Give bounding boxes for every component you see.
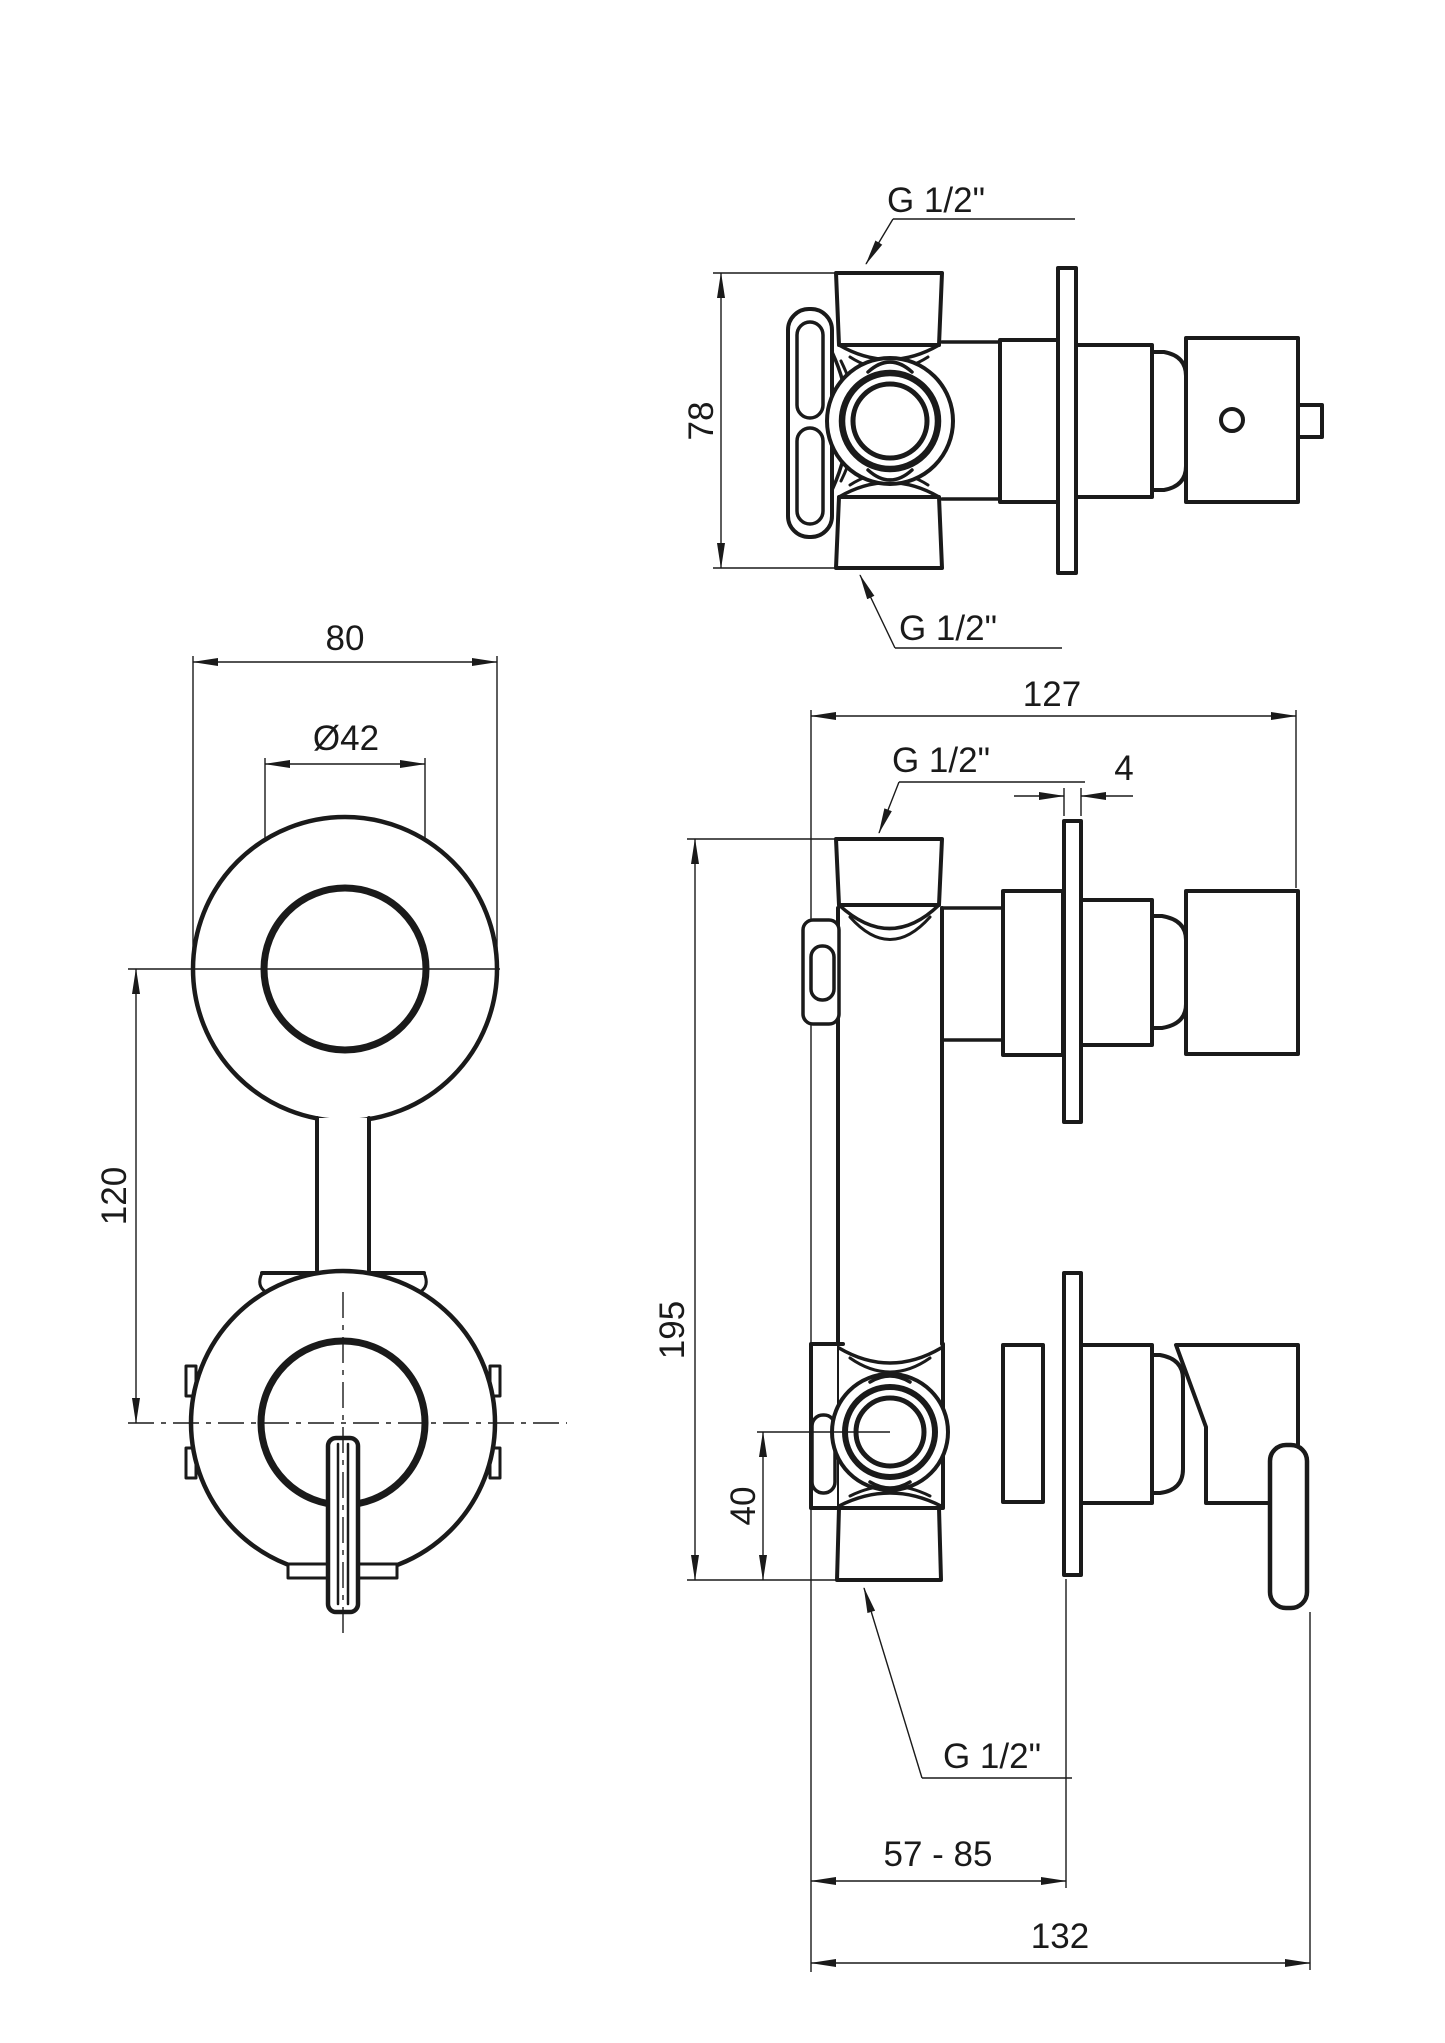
handle-cap-top [1150, 914, 1188, 1030]
ear-right-curve [418, 1271, 428, 1294]
dim-120-label: 120 [95, 1167, 134, 1225]
side-view: 127 G 1/2" 4 195 [653, 675, 1311, 1972]
dim-132-label: 132 [1031, 1917, 1089, 1956]
dim-5785-label: 57 - 85 [884, 1835, 993, 1874]
bracket-slot-upper [809, 944, 836, 1002]
escutcheon-plate-top [1062, 819, 1083, 1124]
ear-left-curve [258, 1271, 268, 1294]
top-view: 78 G 1/2" G 1/2" [682, 181, 1324, 649]
leader-arrow-bottom [859, 574, 896, 649]
handle-base-block [1074, 343, 1154, 499]
dim-80-extension-lines [192, 656, 498, 964]
lever-detail-lines [336, 1442, 350, 1606]
dim-4-extension-lines [1063, 788, 1082, 816]
dim-42-label: Ø42 [313, 719, 379, 758]
handle-body-top [1184, 889, 1300, 1056]
dim-195-label: 195 [653, 1301, 692, 1359]
inlet-port-bottom [834, 495, 944, 570]
strut-curve [848, 915, 932, 941]
leader-arrow-top [878, 781, 900, 834]
escutcheon-plate [1056, 266, 1078, 575]
connector-bar-edges [315, 1116, 371, 1272]
cartridge-neck-lines [940, 340, 1002, 501]
ring-tab-bottom [868, 1480, 912, 1490]
front-view: 80 Ø42 120 [95, 619, 567, 1640]
port-label-top: G 1/2" [887, 181, 985, 220]
dim-80-label: 80 [326, 619, 365, 658]
dim-4-label: 4 [1114, 749, 1133, 788]
valve-ring-inner [850, 381, 930, 461]
dim-40-label: 40 [724, 1487, 763, 1526]
lever-handle-side [1267, 1442, 1310, 1611]
bracket-slot-lower [795, 426, 825, 526]
cartridge-neck-lines [940, 906, 1005, 1042]
port-label-top: G 1/2" [892, 741, 990, 780]
connector-bar-fill [317, 1118, 369, 1272]
handle-cap-bottom [1150, 1353, 1185, 1495]
handle-base-top [1079, 898, 1154, 1047]
bracket-slot-upper [795, 320, 825, 420]
inlet-port-top [834, 271, 944, 347]
cartridge-block-top [1001, 889, 1065, 1057]
handle-body-bottom [1174, 1343, 1300, 1505]
ring-tab-bottom [866, 468, 914, 482]
leader-arrow-top [865, 218, 894, 265]
handle-cap [1150, 350, 1188, 492]
dim-78-extension-lines [713, 272, 836, 569]
port-label-bottom: G 1/2" [943, 1737, 1041, 1776]
ring-tab-top [866, 360, 914, 374]
cartridge-block [998, 338, 1060, 504]
strut-curve [837, 1346, 943, 1365]
ring-tab-top [868, 1374, 912, 1384]
handle-lug [1296, 403, 1324, 439]
outlet-port-bottom [835, 1506, 943, 1582]
dim-127-label: 127 [1023, 675, 1081, 714]
port-label-bottom: G 1/2" [899, 609, 997, 648]
escutcheon-plate-bottom [1062, 1271, 1083, 1577]
inlet-port-top [834, 837, 944, 907]
handle-pin-hole [1219, 407, 1245, 433]
body-column-edges [836, 906, 944, 1346]
strut-curve [837, 1491, 943, 1508]
leader-arrow-bottom [863, 1587, 923, 1779]
cartridge-block-bottom [1001, 1343, 1045, 1504]
handle-base-bottom [1079, 1343, 1154, 1505]
strut-curve [837, 903, 941, 931]
dim-78-label: 78 [682, 402, 721, 441]
